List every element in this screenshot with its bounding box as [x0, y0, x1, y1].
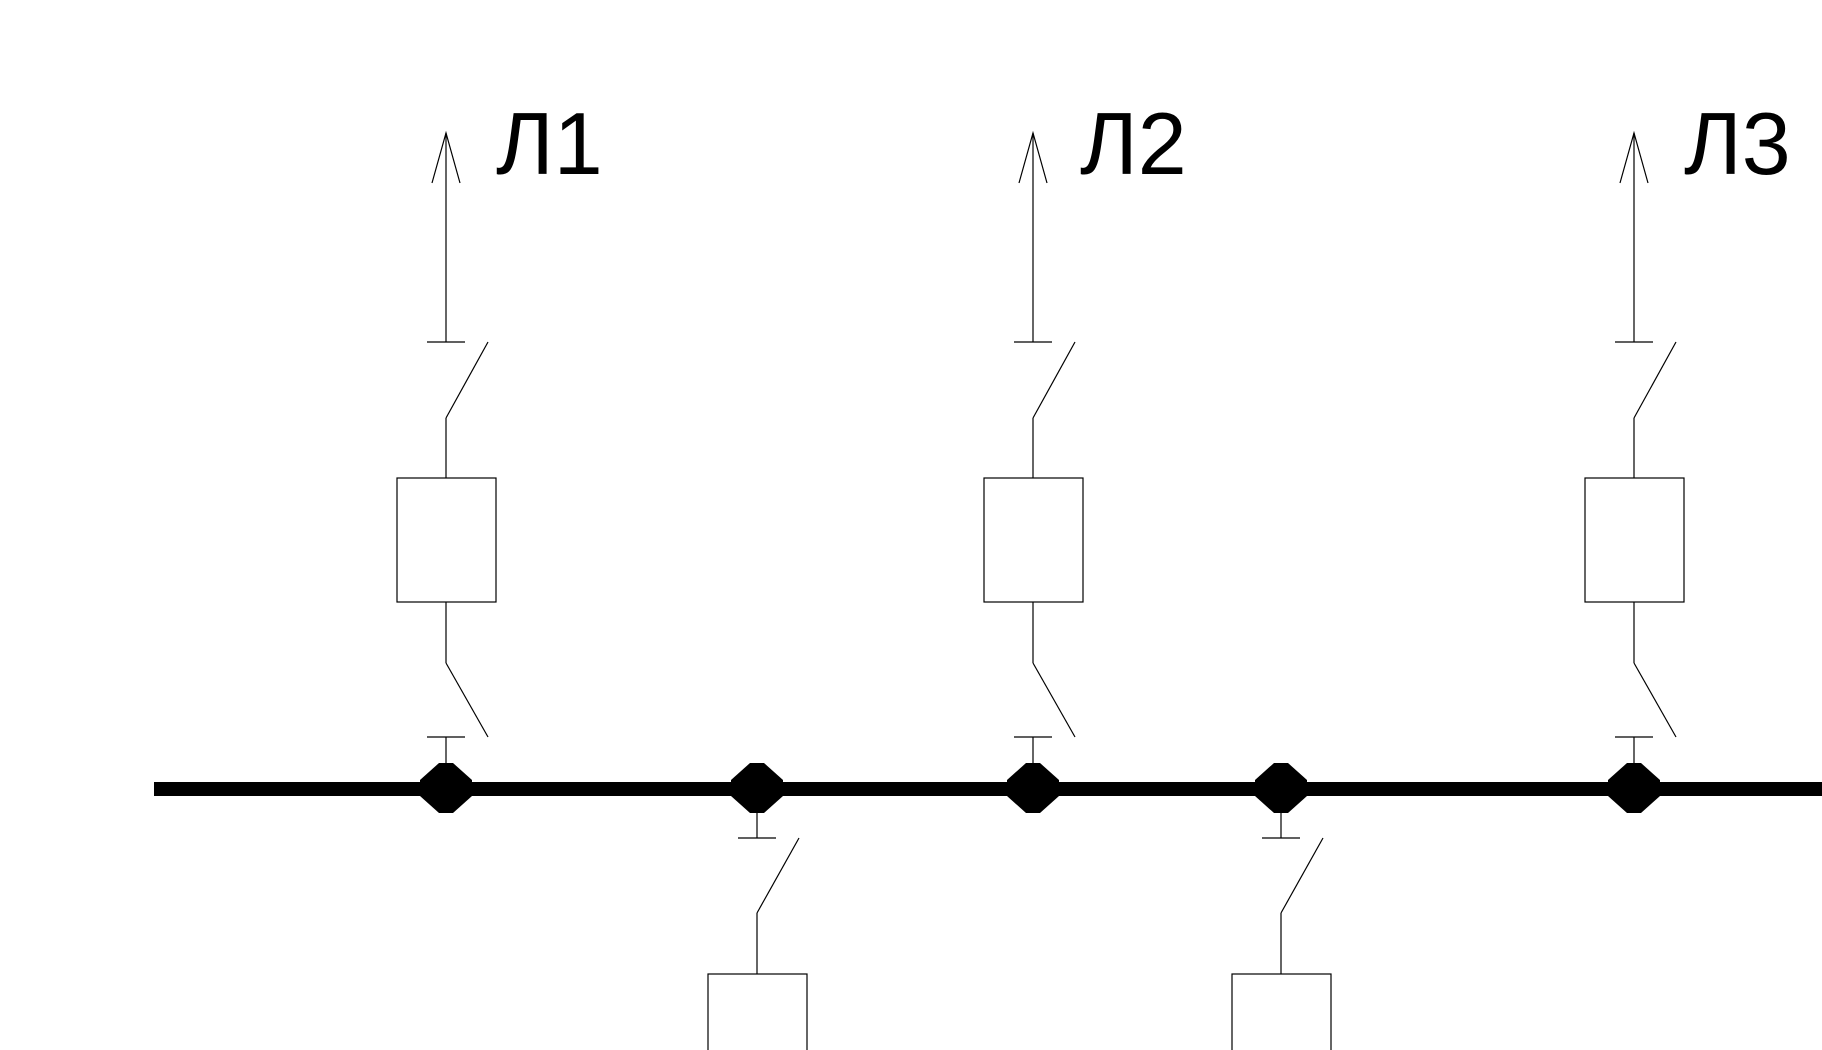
- junction-node: [731, 763, 783, 813]
- lower-feeder-2: [1231, 763, 1332, 1050]
- line-label-l2: Л2: [1080, 94, 1187, 193]
- line-label-l3: Л3: [1684, 94, 1791, 193]
- disconnector-blade: [1032, 341, 1076, 419]
- disconnector-blade: [1633, 662, 1677, 738]
- line-label-l1: Л1: [496, 94, 603, 193]
- junction-node: [1608, 763, 1660, 813]
- disconnector-blade: [445, 341, 489, 419]
- feeder-l1: Л1: [396, 94, 603, 813]
- circuit-breaker: [1231, 973, 1332, 1050]
- arrow-up-icon: [431, 130, 461, 184]
- arrow-up-icon: [1619, 130, 1649, 184]
- circuit-breaker: [1584, 477, 1685, 603]
- disconnector-blade: [756, 837, 800, 914]
- disconnector-blade: [1032, 662, 1076, 738]
- disconnector-blade: [1280, 837, 1324, 914]
- circuit-breaker: [396, 477, 497, 603]
- junction-node: [1007, 763, 1059, 813]
- feeder-l3: Л3: [1584, 94, 1791, 813]
- disconnector-blade: [1633, 341, 1677, 419]
- feeder-l2: Л2: [983, 94, 1187, 813]
- disconnector-blade: [445, 662, 489, 738]
- junction-node: [420, 763, 472, 813]
- circuit-breaker: [983, 477, 1084, 603]
- lower-feeder-1: [707, 763, 808, 1050]
- circuit-breaker: [707, 973, 808, 1050]
- arrow-up-icon: [1018, 130, 1048, 184]
- junction-node: [1255, 763, 1307, 813]
